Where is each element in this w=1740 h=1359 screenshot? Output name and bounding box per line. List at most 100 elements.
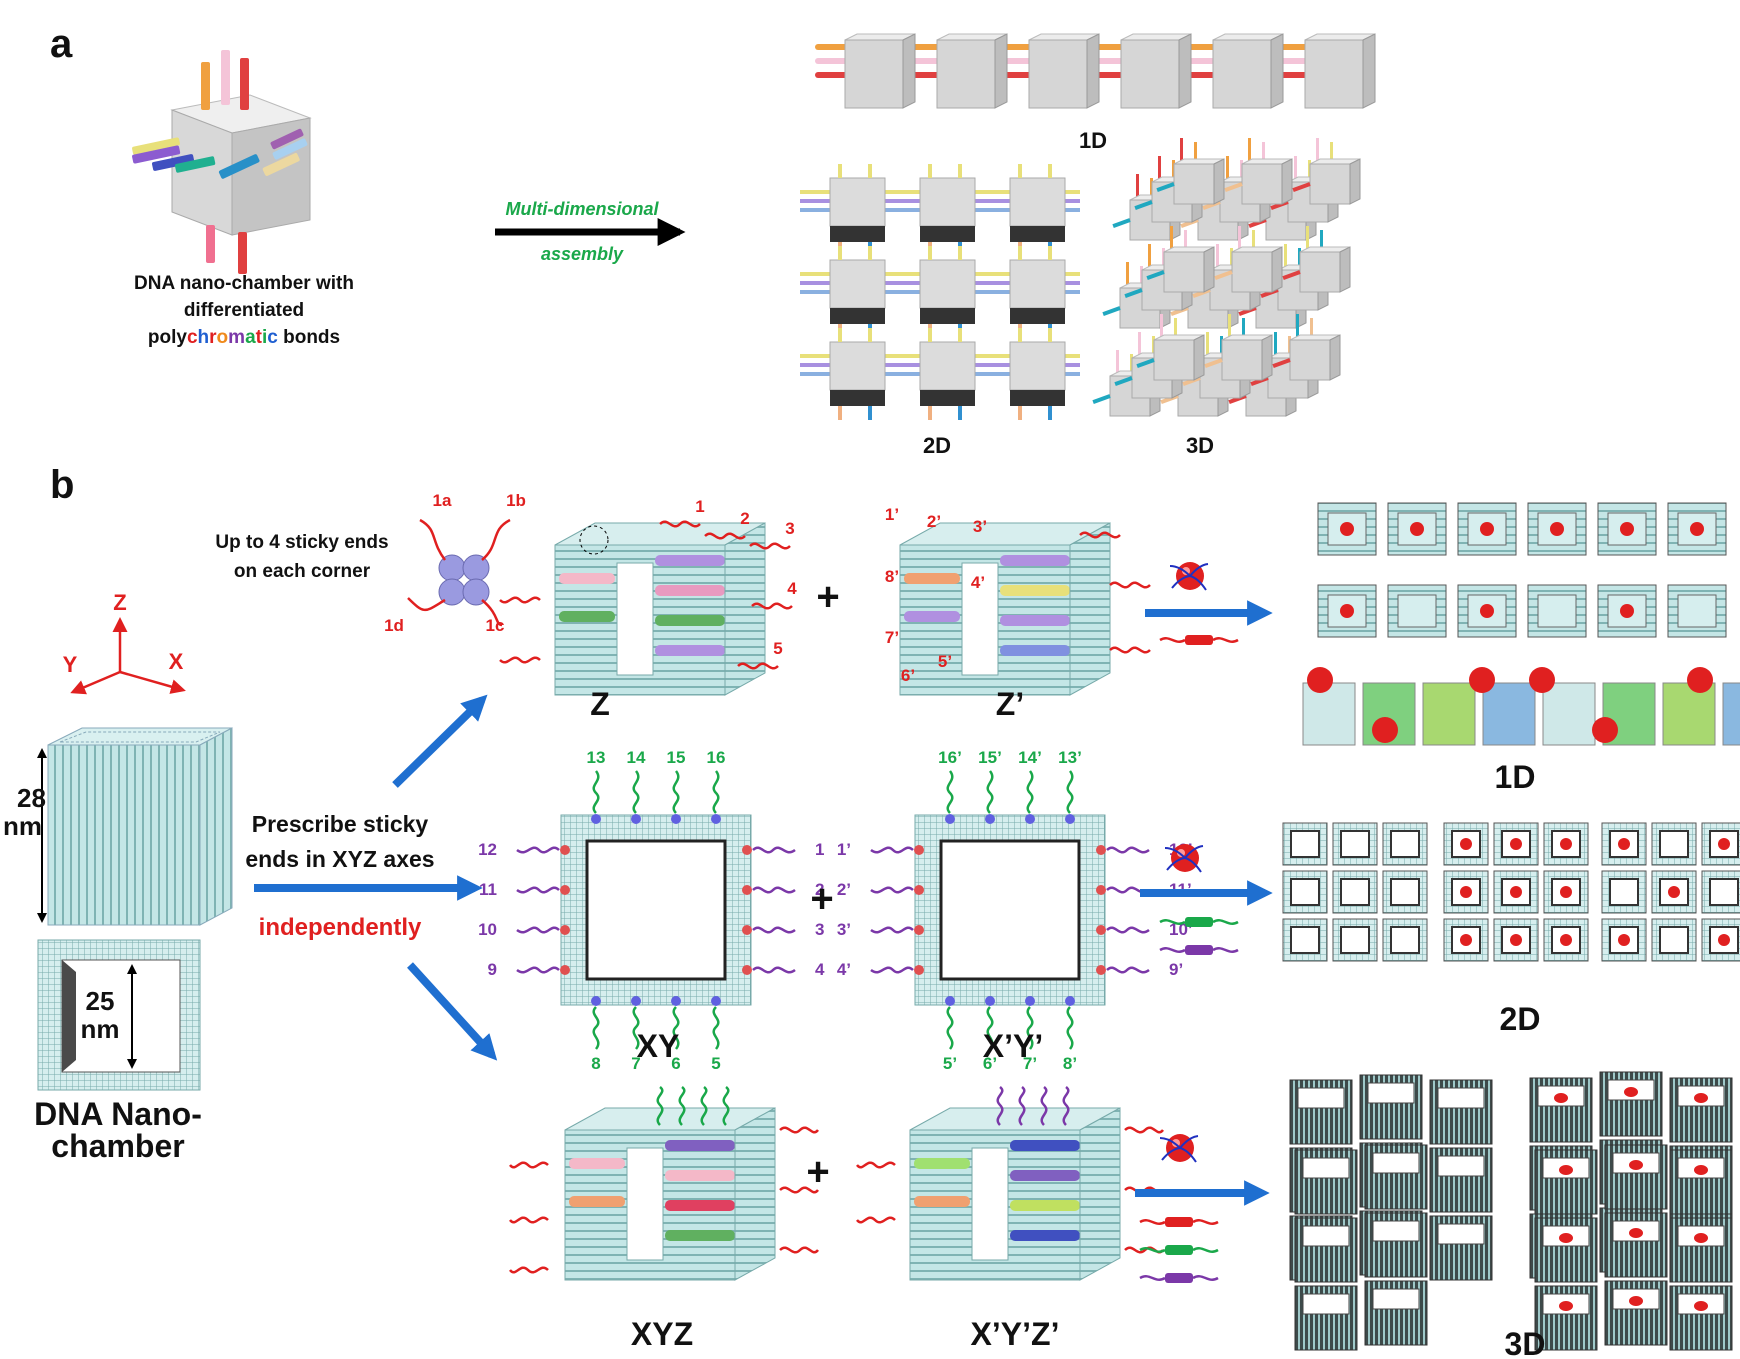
bond-rod [1048,328,1052,342]
np-ligand [1171,575,1191,589]
bond-rod [868,246,872,260]
bond-rod [1224,182,1243,193]
sticky-end [509,1161,549,1169]
tower-cavity [1302,1225,1350,1247]
label-xpyp: X’Y’ [983,1028,1043,1064]
sticky-end [712,1006,720,1050]
helix [914,1196,970,1207]
dim-28: 28 [17,783,46,813]
chromatic-letter: h [198,327,210,348]
bond-rod [838,246,842,260]
bond-rod [1296,314,1299,338]
helix [1010,1200,1080,1211]
sticky-label-right: 1 [815,840,824,859]
chamber-label-2: chamber [51,1128,184,1164]
np-ligand [1159,1137,1181,1149]
assembly-2d [800,164,1080,420]
helix [1000,585,1070,596]
sticky-label-left: 10 [478,920,497,939]
anchor-site [560,965,570,975]
cube-side [1193,334,1205,381]
sticky-end [870,846,914,854]
result-2d [1282,822,1740,962]
axis-x-label: X [169,649,184,674]
chromatic-letter: r [209,327,217,348]
chamber-with-bonds [132,50,312,274]
corner-1c: 1c [486,616,505,635]
bond-rod [1238,226,1241,250]
sticky-end [1066,770,1074,814]
bond-rod [1204,358,1223,369]
tower-cavity [1437,1155,1485,1177]
caption-line-2: differentiated [184,300,304,321]
prescribe-line-1: Prescribe sticky [252,811,429,837]
cube-front [936,39,996,109]
anchor-site [711,814,721,824]
sticky-end [986,770,994,814]
sticky-label-zp: 2’ [927,512,941,531]
sticky-label-zp: 3’ [973,517,987,536]
sticky-label-bottom: 7’ [1023,1054,1037,1073]
chamber-z-prime: 1’2’3’4’5’6’7’8’ [885,505,1151,696]
gold-nanoparticle [1624,1087,1638,1097]
gold-nanoparticle [1460,934,1472,946]
square-cavity [939,839,1081,981]
bond-rod [1228,314,1231,338]
gold-nanoparticle [1510,886,1522,898]
bond-rod [1242,318,1245,342]
sticky-end [779,1126,819,1134]
gold-nanoparticle [1690,522,1704,536]
chamber-label-1: DNA Nano- [34,1096,202,1132]
cube-side [1362,33,1376,109]
helix [1010,1170,1080,1181]
gold-nanoparticle [1694,1093,1708,1103]
cube-side [1178,33,1192,109]
helix [655,555,725,566]
sticky-end [632,1006,640,1050]
chromatic-letter: c [267,327,278,348]
sticky-label-bottom: 5’ [943,1054,957,1073]
anchor-site [742,925,752,935]
anchor-site [985,996,995,1006]
plus-1: + [816,575,839,619]
sticky-end [712,770,720,814]
sticky-label-right: 2 [815,880,824,899]
cube-side [902,33,916,109]
gold-nanoparticle [1618,838,1630,850]
bond-rod [1330,142,1333,166]
linker-block [1165,1245,1193,1255]
cube-front [1153,339,1195,381]
panel-b-label: b [50,463,74,507]
bond-rod [1194,142,1197,166]
linker [1159,637,1186,643]
sticky-end [1106,846,1150,854]
sticky-end [704,532,746,540]
gold-nanoparticle [1340,522,1354,536]
assembly-arrow: Multi-dimensional assembly [495,199,686,264]
helix [559,573,615,584]
sticky-end [1079,531,1121,539]
tower-cavity [1372,1152,1420,1174]
bond-rod [1112,218,1131,229]
nano-chamber-top-view [37,939,201,1091]
cube-side [1349,158,1361,205]
lattice-cavity [1609,878,1639,906]
bond-rod [1174,318,1177,342]
sticky-label-right: 3 [815,920,824,939]
anchor-site [914,885,924,895]
linker-block [1185,635,1213,645]
chamber-cube [1722,682,1740,746]
bond-rod [1134,200,1153,211]
gold-nanoparticle [1550,522,1564,536]
anchor-site [560,925,570,935]
gold-nanoparticle [1559,1165,1573,1175]
chamber-xyz [509,1086,819,1281]
sticky-label-top: 14’ [1018,748,1042,767]
corner-1a: 1a [433,491,452,510]
sticky-end [870,926,914,934]
gold-nanoparticle [1560,934,1572,946]
sticky-end [1062,1086,1070,1126]
sticky-end [509,1216,549,1224]
